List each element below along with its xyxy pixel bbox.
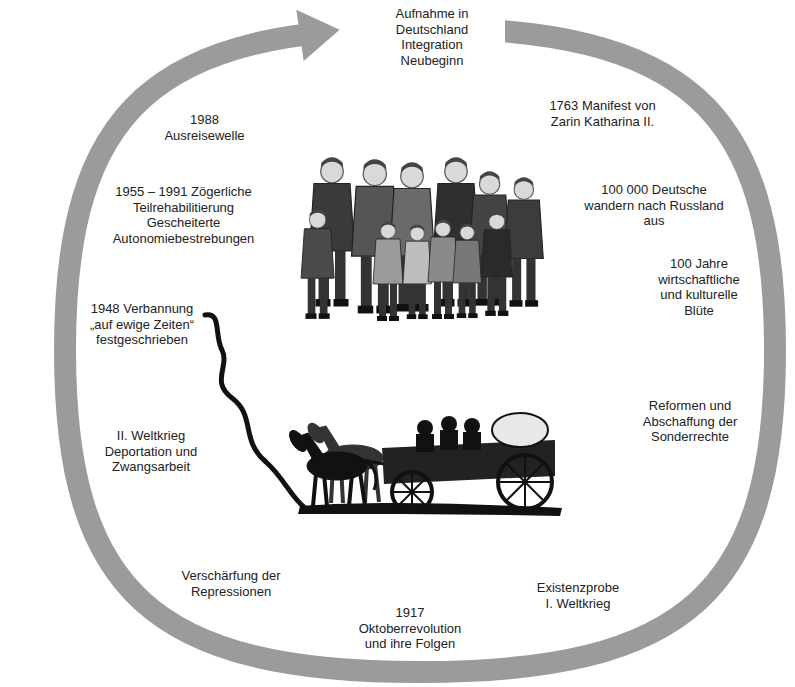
person-figure	[403, 225, 432, 320]
timeline-label: Reformen und Abschaffung der Sonderrecht…	[634, 398, 746, 445]
cycle-ring	[65, 28, 775, 672]
timeline-label: 1917 Oktoberrevolution und ihre Folgen	[352, 605, 468, 652]
timeline-label: Aufnahme in Deutschland Integration Neub…	[385, 6, 479, 68]
timeline-label: 1948 Verbannung „auf ewige Zeiten“ festg…	[85, 301, 199, 348]
horse	[305, 421, 383, 503]
person-figure	[301, 209, 334, 318]
horse-leg	[360, 472, 365, 506]
wheel	[498, 455, 552, 509]
passenger-head	[441, 416, 457, 432]
timeline-label: 100 000 Deutsche wandern nach Russland a…	[577, 182, 731, 229]
person-figure	[481, 211, 513, 315]
wheel-spoke	[506, 463, 544, 501]
horse-leg	[313, 474, 316, 506]
wheel	[392, 472, 432, 512]
timeline-label: 1988 Ausreisewelle	[160, 112, 249, 143]
horse-tail	[366, 462, 376, 490]
timeline-label: Verschärfung der Repressionen	[175, 568, 287, 599]
passenger	[463, 432, 481, 450]
cart-shaft	[350, 458, 384, 464]
timeline-label: Existenzprobe I. Weltkrieg	[530, 580, 626, 611]
wheel-spoke	[398, 478, 426, 506]
passenger-head	[464, 418, 480, 434]
passenger-head	[417, 420, 433, 436]
passenger	[416, 434, 434, 452]
horse-leg	[324, 474, 327, 506]
wheel-spoke	[506, 463, 544, 501]
person-figure	[373, 222, 403, 322]
horse-leg	[349, 474, 352, 506]
timeline-label: II. Weltkrieg Deportation und Zwangsarbe…	[95, 428, 207, 475]
horse	[286, 428, 376, 506]
ring-arrowhead	[296, 10, 339, 61]
person-figure	[453, 224, 482, 319]
timeline-label: 1763 Manifest von Zarin Katharina II.	[543, 98, 662, 129]
horse-cart-drawing	[205, 315, 562, 516]
wheel-spoke	[398, 478, 426, 506]
family-photo	[301, 157, 543, 321]
horse-head	[286, 428, 310, 455]
trail	[205, 315, 305, 508]
passenger	[440, 430, 458, 450]
timeline-label: 1955 – 1991 Zögerliche Teilrehabilitieru…	[109, 184, 258, 246]
bundle	[492, 413, 548, 447]
timeline-label: 100 Jahre wirtschaftliche und kulturelle…	[647, 256, 751, 318]
wheel-rim	[392, 472, 432, 512]
wheel-rim	[498, 455, 552, 509]
